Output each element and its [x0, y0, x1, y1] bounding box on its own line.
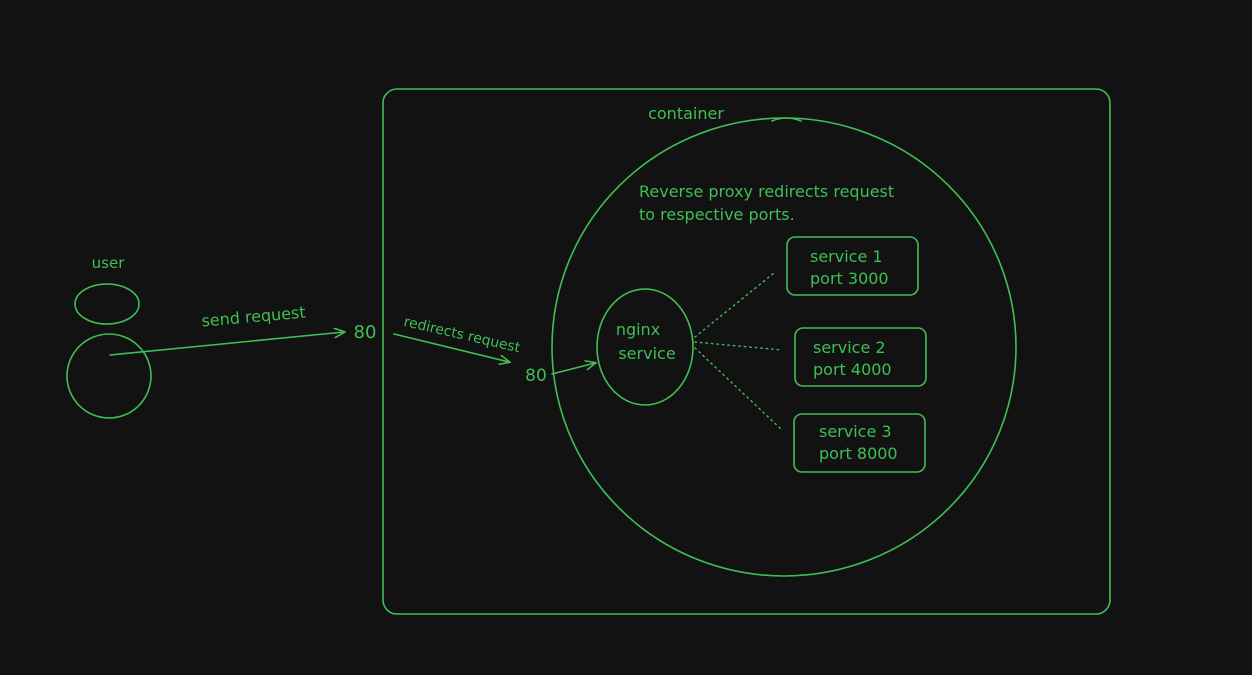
- nginx-node: [596, 288, 694, 406]
- send-request-label: send request: [201, 303, 307, 331]
- connector-service-2: [694, 341, 783, 351]
- user-figure: [66, 283, 152, 419]
- proxy-note-line2: to respective ports.: [639, 205, 795, 224]
- user-label: user: [92, 254, 126, 272]
- user-head: [74, 283, 140, 325]
- nginx-label-line2: service: [618, 344, 675, 363]
- port-80-outer: 80: [354, 322, 377, 343]
- container-label: container: [648, 104, 724, 123]
- container-box: [382, 88, 1111, 615]
- connector-service-3: [694, 347, 783, 431]
- port-80-inner: 80: [525, 366, 547, 386]
- service-3-port: port 8000: [819, 444, 898, 463]
- redirects-request-arrow: [393, 333, 509, 362]
- service-1-name: service 1: [810, 247, 883, 266]
- service-3-box: [793, 413, 926, 473]
- service-1-port: port 3000: [810, 269, 889, 288]
- service-3-name: service 3: [819, 422, 892, 441]
- send-request-arrow: [109, 332, 344, 356]
- port-to-nginx-arrow: [551, 363, 595, 375]
- service-1-box: [786, 236, 919, 296]
- user-body: [66, 333, 152, 419]
- service-2-box: [794, 327, 927, 387]
- service-2-name: service 2: [813, 338, 886, 357]
- connector-service-1: [694, 272, 775, 338]
- proxy-note-line1: Reverse proxy redirects request: [639, 182, 894, 201]
- proxy-circle-overlap: [771, 117, 802, 122]
- nginx-label-line1: nginx: [616, 320, 660, 339]
- service-2-port: port 4000: [813, 360, 892, 379]
